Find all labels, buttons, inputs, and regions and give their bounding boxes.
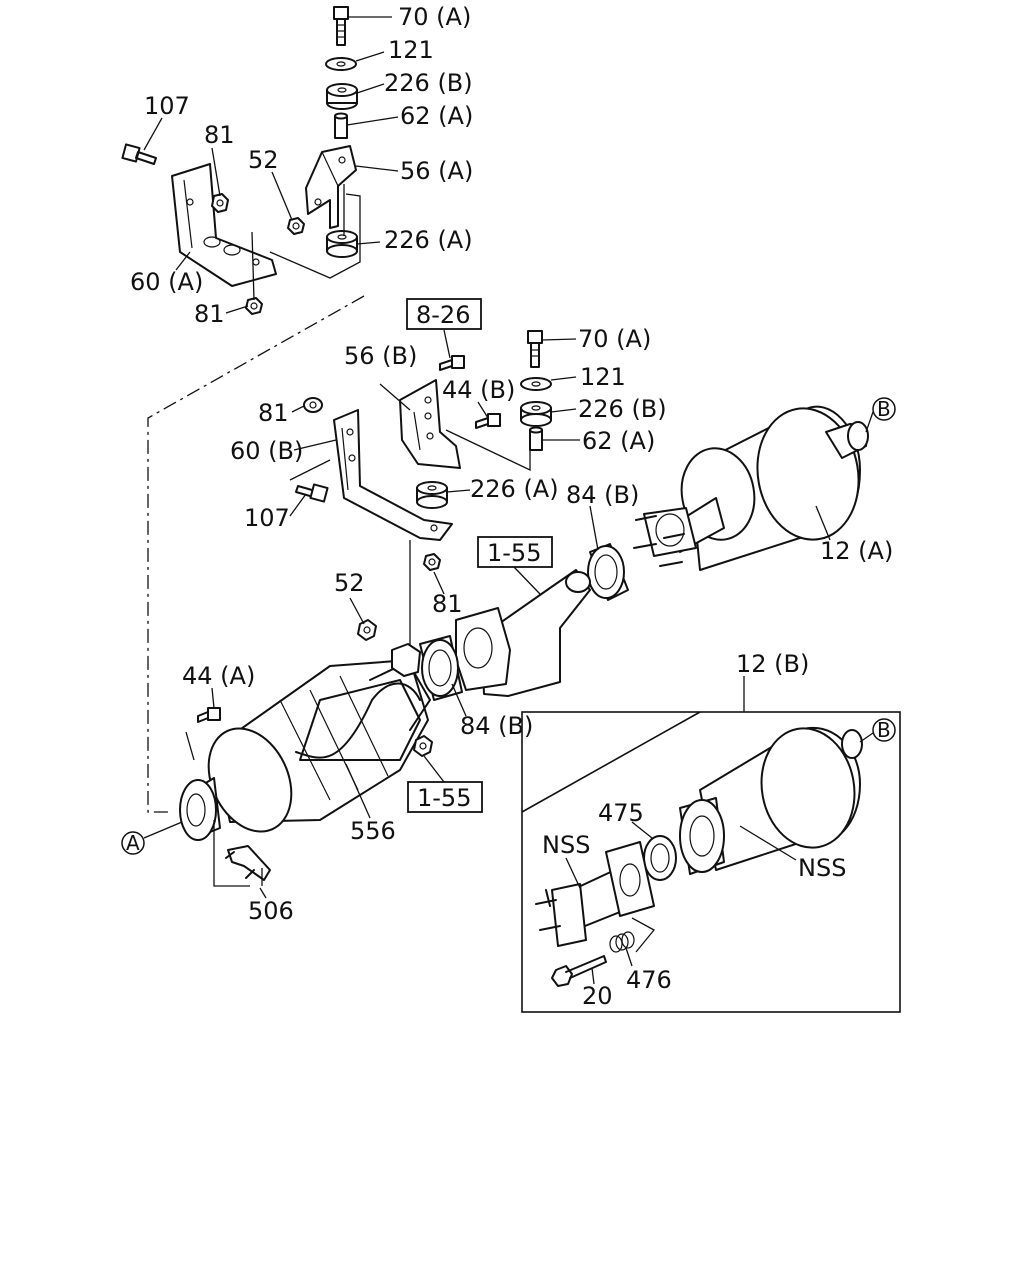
collar-62a-mid-icon bbox=[529, 426, 543, 451]
label-56a: 56 (A) bbox=[400, 157, 473, 185]
bracket-56b-icon bbox=[399, 379, 461, 469]
circle-marker-b-upper bbox=[872, 397, 896, 421]
label-44a: 44 (A) bbox=[182, 662, 255, 690]
label-107-mid: 107 bbox=[244, 504, 290, 532]
bolt-70a-mid-icon bbox=[527, 330, 543, 368]
bracket-60b-icon bbox=[333, 409, 453, 541]
washer-121-top-icon bbox=[325, 57, 357, 71]
bolt-44b-icon bbox=[475, 413, 501, 429]
muffler-studs-icon bbox=[633, 515, 685, 567]
nut-81-top-lower-icon bbox=[245, 297, 263, 315]
label-84b-lower: 84 (B) bbox=[460, 712, 533, 740]
ref-label-1-55-upper: 1-55 bbox=[487, 539, 541, 567]
label-52-top: 52 bbox=[248, 146, 279, 174]
bracket-60a-icon bbox=[171, 163, 277, 287]
label-nss-left: NSS bbox=[542, 831, 590, 859]
label-60b: 60 (B) bbox=[230, 437, 303, 465]
transfer-line-top-to-a bbox=[147, 295, 365, 813]
nut-81-mid-lower-icon bbox=[423, 553, 441, 571]
cushion-226a-top-icon bbox=[326, 230, 358, 258]
label-107-top: 107 bbox=[144, 92, 190, 120]
inset-front-pipe-icon bbox=[535, 841, 655, 947]
label-226a-top: 226 (A) bbox=[384, 226, 473, 254]
label-121-mid: 121 bbox=[580, 363, 626, 391]
bolt-44a-icon bbox=[197, 707, 221, 723]
top-mount-assembly bbox=[121, 6, 361, 315]
circle-marker-b-inset bbox=[872, 718, 896, 742]
bolt-107-top-icon bbox=[121, 143, 157, 165]
label-60a: 60 (A) bbox=[130, 268, 203, 296]
collar-62a-top-icon bbox=[334, 112, 348, 139]
gasket-84b-upper-icon bbox=[587, 543, 629, 601]
label-62a-mid: 62 (A) bbox=[582, 427, 655, 455]
label-506: 506 bbox=[248, 897, 294, 925]
clamp-506-icon bbox=[225, 845, 271, 881]
label-56b: 56 (B) bbox=[344, 342, 417, 370]
bolt-107-mid-icon bbox=[295, 483, 329, 503]
gasket-84b-lower-icon bbox=[419, 635, 463, 701]
label-62a-top: 62 (A) bbox=[400, 102, 473, 130]
bolt-70a-top-icon bbox=[333, 6, 349, 46]
label-81-mid-lower: 81 bbox=[432, 590, 463, 618]
label-52-mid: 52 bbox=[334, 569, 365, 597]
inset-bolt-20-icon bbox=[551, 955, 607, 987]
cushion-226a-mid-icon bbox=[416, 481, 448, 509]
nut-81-top-upper-icon bbox=[211, 193, 229, 213]
label-70a-top: 70 (A) bbox=[398, 3, 471, 31]
inset-spring-476-icon bbox=[609, 931, 635, 953]
nut-52-mid-icon bbox=[357, 619, 377, 641]
inset-seal-ring-475-icon bbox=[643, 835, 677, 881]
circle-label-a: A bbox=[126, 831, 140, 855]
label-476: 476 bbox=[626, 966, 672, 994]
cushion-226b-mid-icon bbox=[520, 401, 552, 427]
ref-label-1-55-lower: 1-55 bbox=[417, 784, 471, 812]
circle-label-b-upper: B bbox=[877, 397, 891, 421]
bracket-56a-icon bbox=[305, 145, 357, 229]
label-121-top: 121 bbox=[388, 36, 434, 64]
nut-lower-icon bbox=[413, 735, 433, 757]
leader-lines bbox=[143, 16, 831, 985]
label-44b: 44 (B) bbox=[442, 376, 515, 404]
bolt-8-26-icon bbox=[439, 355, 465, 371]
nut-52-top-icon bbox=[287, 217, 305, 235]
ref-box-1-55-upper bbox=[477, 536, 553, 568]
washer-81-mid-upper-icon bbox=[303, 397, 323, 413]
label-nss-right: NSS bbox=[798, 854, 846, 882]
ref-box-1-55-lower bbox=[407, 781, 483, 813]
dpf-catalyst-556-icon bbox=[179, 643, 431, 841]
circle-label-b-inset: B bbox=[877, 718, 891, 742]
label-81-mid-upper: 81 bbox=[258, 399, 289, 427]
label-226b-top: 226 (B) bbox=[384, 69, 473, 97]
label-81-top-upper: 81 bbox=[204, 121, 235, 149]
inset-muffler-12b-icon bbox=[679, 726, 863, 875]
label-84b-upper: 84 (B) bbox=[566, 481, 639, 509]
muffler-12a-icon bbox=[633, 405, 869, 571]
label-81-top-lower: 81 bbox=[194, 300, 225, 328]
label-475: 475 bbox=[598, 799, 644, 827]
label-12b: 12 (B) bbox=[736, 650, 809, 678]
ref-label-8-26: 8-26 bbox=[416, 301, 470, 329]
washer-121-mid-icon bbox=[520, 377, 552, 391]
label-70a-mid: 70 (A) bbox=[578, 325, 651, 353]
label-226b-mid: 226 (B) bbox=[578, 395, 667, 423]
callout-labels: 70 (A) 121 226 (B) 62 (A) 56 (A) 226 (A)… bbox=[130, 3, 893, 1010]
cushion-226b-top-icon bbox=[326, 83, 358, 110]
outlet-pipe-icon bbox=[455, 569, 591, 697]
middle-mount-assembly bbox=[289, 330, 552, 650]
label-20: 20 bbox=[582, 982, 613, 1010]
label-226a-mid: 226 (A) bbox=[470, 475, 559, 503]
circle-marker-a bbox=[121, 831, 145, 855]
label-12a: 12 (A) bbox=[820, 537, 893, 565]
inset-frame-12b bbox=[521, 711, 901, 1013]
label-556: 556 bbox=[350, 817, 396, 845]
ref-box-8-26 bbox=[406, 298, 482, 330]
